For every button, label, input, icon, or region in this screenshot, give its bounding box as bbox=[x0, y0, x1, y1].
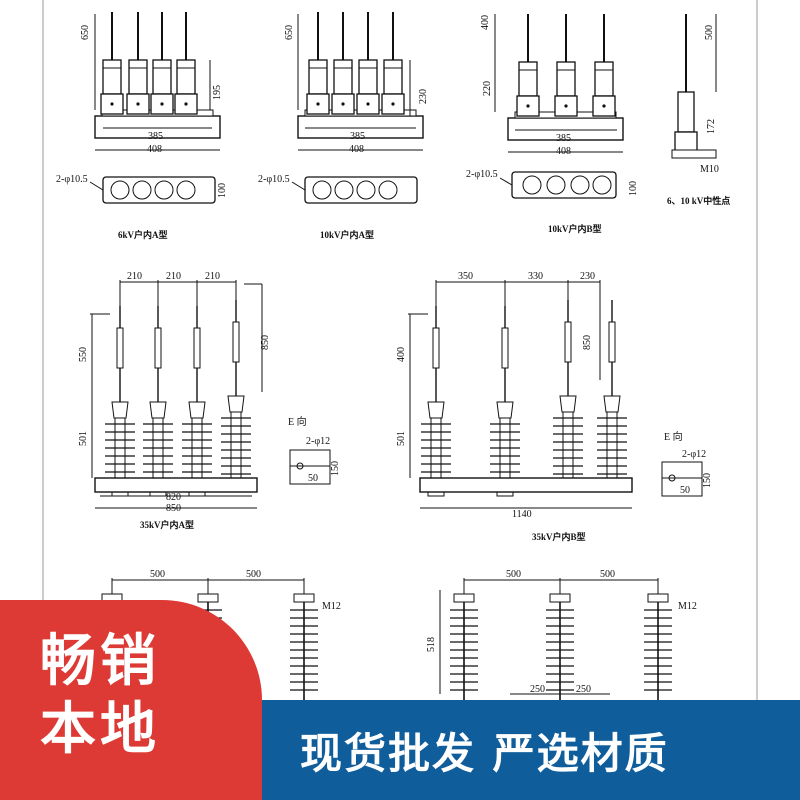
dim-label: 550 bbox=[78, 347, 89, 362]
caption: 6、10 kV中性点 bbox=[667, 195, 730, 206]
e-view-hole: 2-φ12 bbox=[682, 449, 706, 460]
spacing-label: 210 bbox=[205, 271, 220, 282]
dim-label: 220 bbox=[482, 81, 493, 96]
base-label: 250 bbox=[576, 684, 591, 695]
badge-text-line-2: 本地 bbox=[40, 697, 160, 762]
e-view-h: 150 bbox=[330, 461, 341, 476]
dim-label: 850 bbox=[166, 503, 181, 514]
badge-text-line-1: 畅销 bbox=[40, 629, 160, 694]
spacing-label: 500 bbox=[506, 569, 521, 580]
mid-right-assembly: 350 330 230 400 850 501 1140 35kV户内B型 E … bbox=[396, 271, 713, 542]
bottom-right-assembly: 500 500 518 250 250 M12 bbox=[426, 569, 697, 711]
dim-label: 500 bbox=[704, 25, 715, 40]
spacing-label: 500 bbox=[150, 569, 165, 580]
dim-label: 230 bbox=[418, 89, 429, 104]
dim-label: 501 bbox=[78, 431, 89, 446]
dim-label: 650 bbox=[284, 25, 295, 40]
spacing-label: 500 bbox=[600, 569, 615, 580]
base-label: 250 bbox=[530, 684, 545, 695]
top-left-assembly: 650 195 385 408 2-φ10.5 100 6kV户内A型 bbox=[56, 11, 228, 240]
top-right-assembly: 400 220 385 408 2-φ10.5 100 10kV户内B型 bbox=[466, 13, 639, 234]
dim-label: 820 bbox=[166, 492, 181, 503]
e-view-title: E 向 bbox=[288, 415, 307, 428]
spacing-label: 330 bbox=[528, 271, 543, 282]
dim-label: 172 bbox=[706, 119, 717, 134]
bolt-label: M12 bbox=[678, 601, 697, 612]
spacing-label: 210 bbox=[127, 271, 142, 282]
dim-label: 408 bbox=[556, 146, 571, 157]
dim-label: 100 bbox=[217, 183, 228, 198]
caption: 10kV户内A型 bbox=[320, 229, 374, 240]
neutral-assembly: 500 172 M10 6、10 kV中性点 bbox=[667, 14, 730, 206]
top-middle-assembly: 650 230 385 408 2-φ10.5 10kV户内A型 bbox=[258, 11, 429, 240]
dim-label: 385 bbox=[556, 133, 571, 144]
hole-label: 2-φ10.5 bbox=[56, 174, 88, 185]
dim-label: 501 bbox=[396, 431, 407, 446]
hole-label: 2-φ10.5 bbox=[466, 169, 498, 180]
bottom-left-assembly: 500 500 M12 bbox=[97, 569, 341, 711]
caption: 10kV户内B型 bbox=[548, 223, 602, 234]
e-view-hole: 2-φ12 bbox=[306, 436, 330, 447]
spacing-label: 500 bbox=[246, 569, 261, 580]
caption: 6kV户内A型 bbox=[118, 229, 168, 240]
e-view-h: 150 bbox=[702, 473, 713, 488]
spacing-label: 350 bbox=[458, 271, 473, 282]
e-view-w: 50 bbox=[680, 485, 690, 496]
dim-label: 518 bbox=[426, 637, 437, 652]
caption: 35kV户内A型 bbox=[140, 519, 194, 530]
dim-label: 650 bbox=[80, 25, 91, 40]
e-view-title: E 向 bbox=[664, 430, 683, 443]
promo-slogan: 现货批发 严选材质 bbox=[300, 729, 669, 778]
bolt-label: M12 bbox=[322, 601, 341, 612]
dim-label: 850 bbox=[260, 335, 271, 350]
spacing-label: 210 bbox=[166, 271, 181, 282]
dim-label: 400 bbox=[480, 15, 491, 30]
dim-label: 400 bbox=[396, 347, 407, 362]
hole-label: 2-φ10.5 bbox=[258, 174, 290, 185]
dim-label: 408 bbox=[147, 144, 162, 155]
dim-label: 408 bbox=[349, 144, 364, 155]
dim-label: 385 bbox=[350, 131, 365, 142]
spacing-label: 230 bbox=[580, 271, 595, 282]
mid-left-assembly: 210 210 210 550 850 501 820 850 35kV户内A型… bbox=[78, 271, 341, 530]
promo-badge bbox=[0, 600, 262, 800]
dim-label: 850 bbox=[582, 335, 593, 350]
dim-label: 1140 bbox=[512, 509, 532, 520]
dim-label: M10 bbox=[700, 164, 719, 175]
dim-label: 195 bbox=[212, 85, 223, 100]
dim-label: 100 bbox=[628, 181, 639, 196]
caption: 35kV户内B型 bbox=[532, 531, 586, 542]
e-view-w: 50 bbox=[308, 473, 318, 484]
dim-label: 385 bbox=[148, 131, 163, 142]
